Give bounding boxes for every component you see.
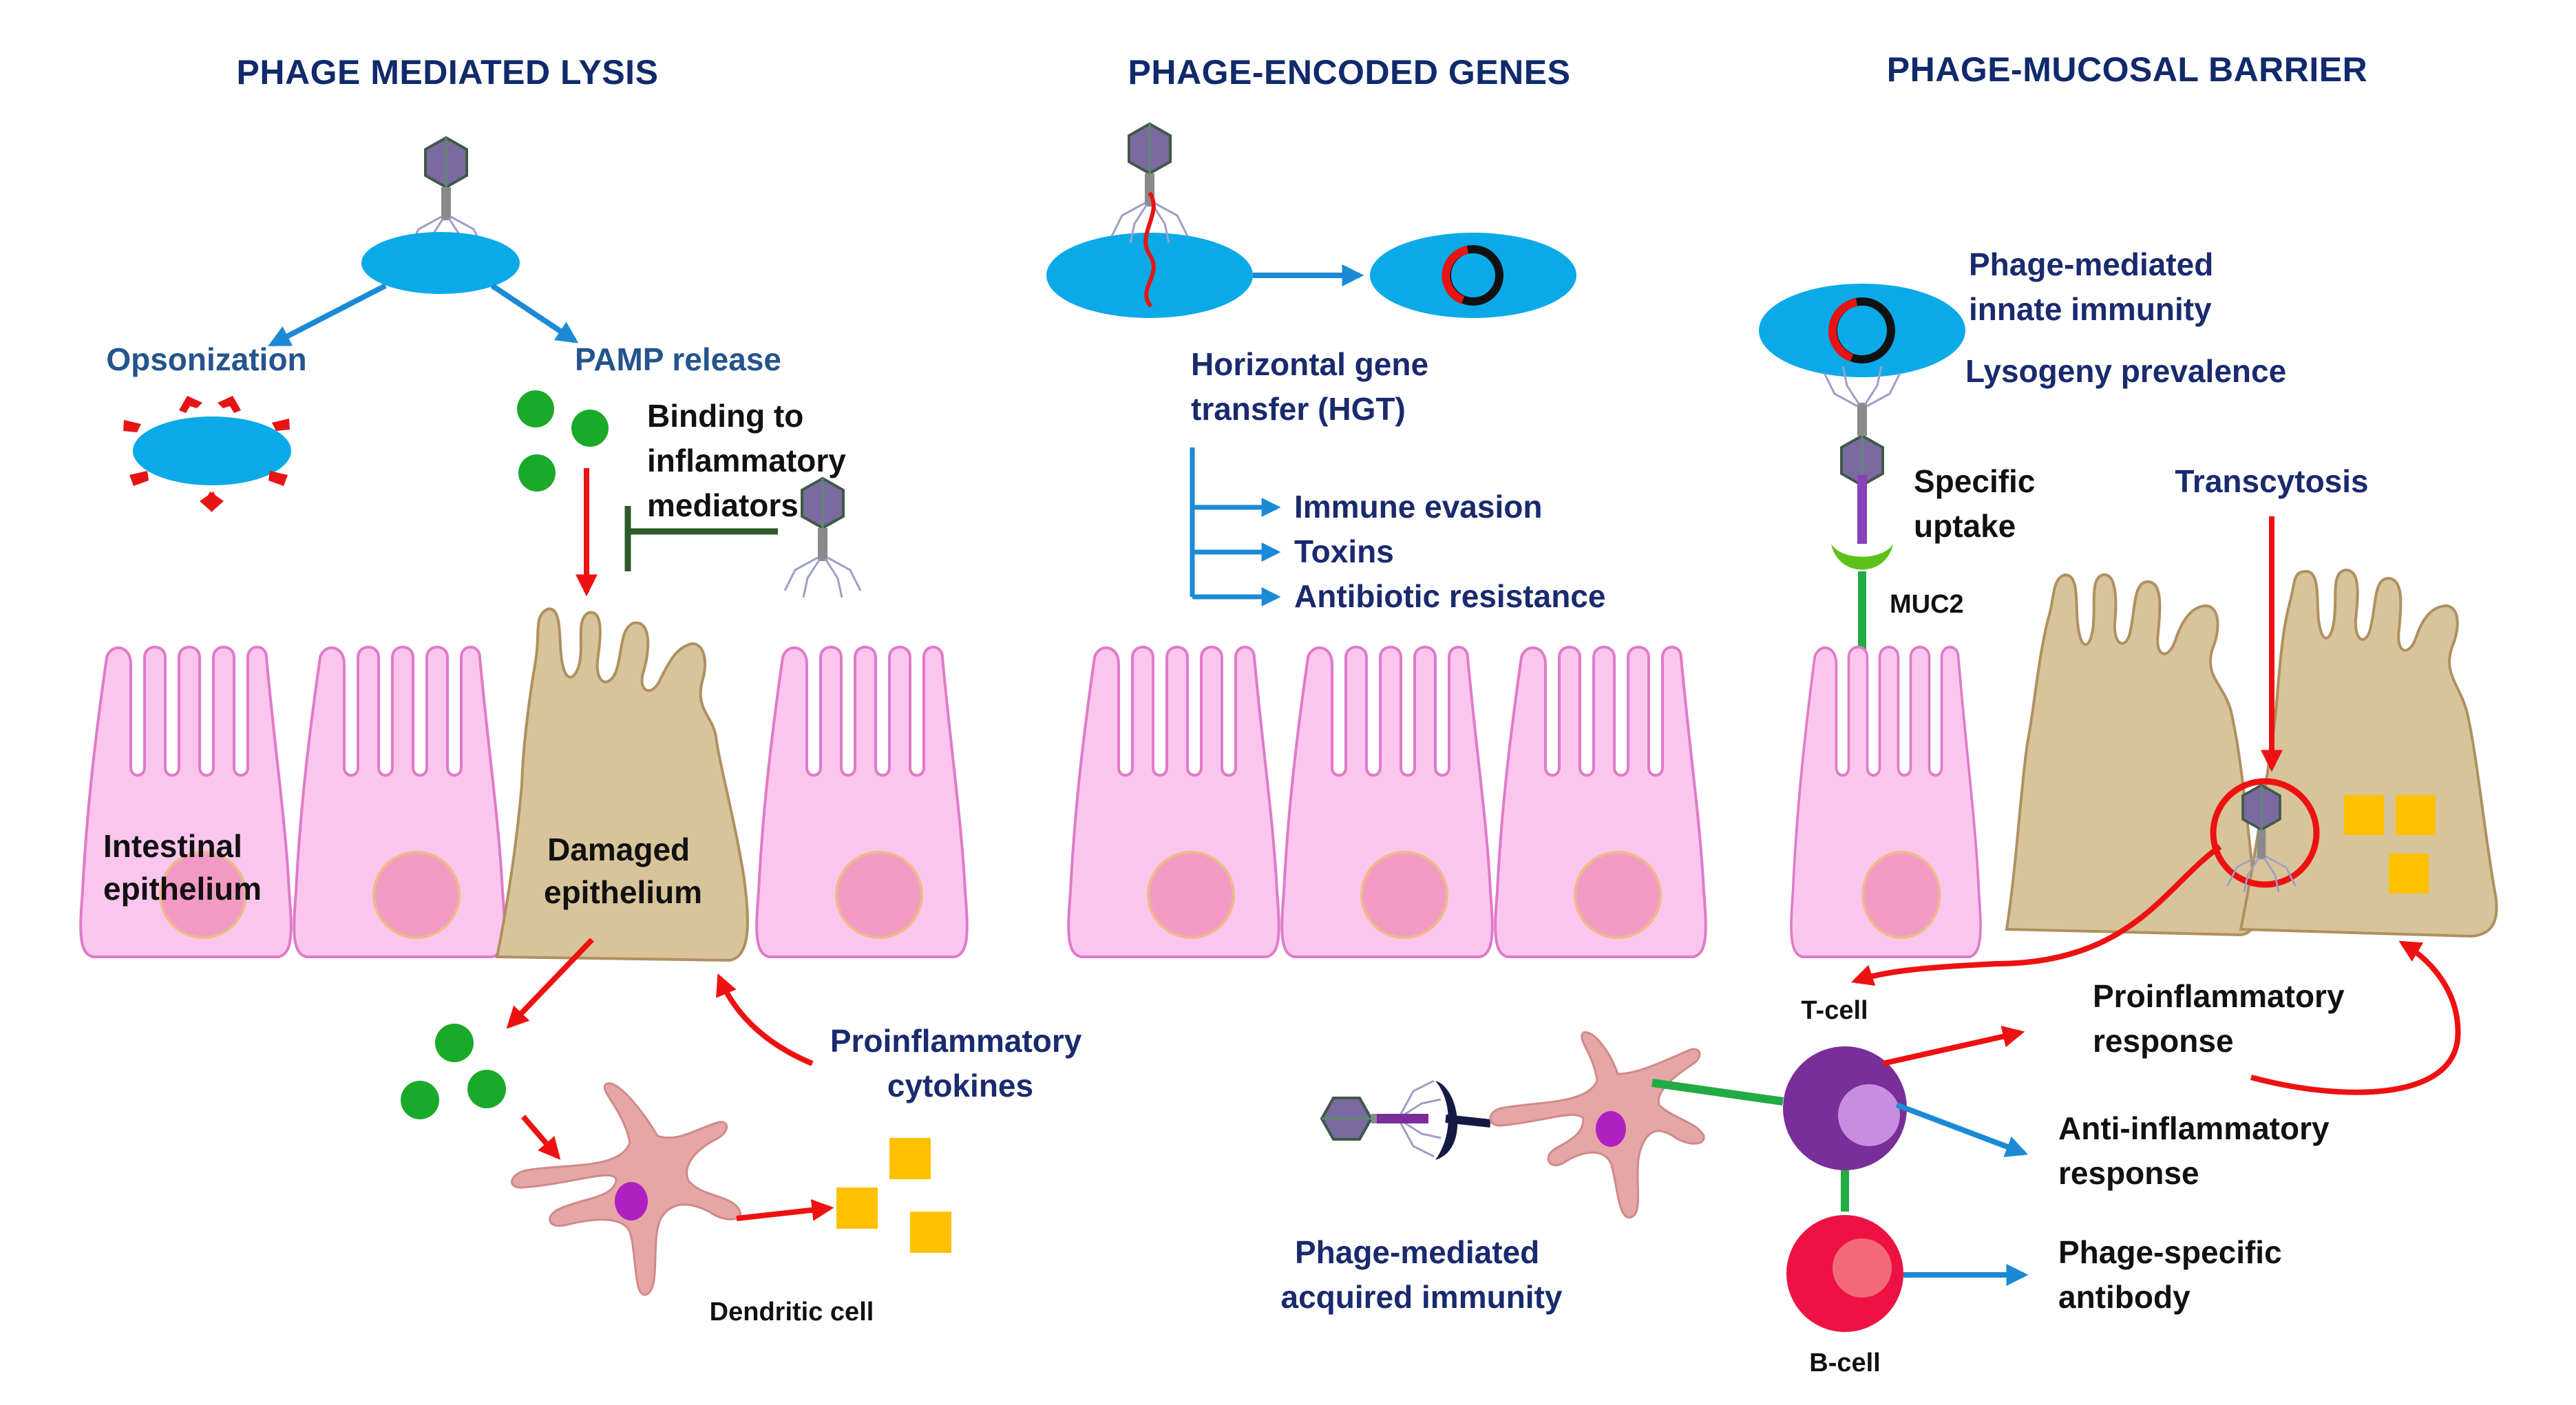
cytokine-square [889, 1138, 931, 1179]
outcome-antibiotic-resistance: Antibiotic resistance [1294, 578, 1605, 614]
outcome-toxins: Toxins [1294, 534, 1394, 569]
dendritic-cell-label: Dendritic cell [710, 1298, 874, 1327]
damaged-epithelial-cell [495, 607, 749, 962]
pamp-dot [435, 1024, 474, 1062]
pamp-dot [401, 1081, 439, 1119]
dc-to-tcell-link [1651, 1079, 1784, 1106]
cytokine-square [910, 1212, 951, 1253]
inhibition-bar [624, 506, 778, 571]
arrow-to-pamp-release [490, 283, 579, 344]
binding-label: Binding to inflammatory mediators [647, 398, 855, 523]
blue-arrow-to-antiinflammatory [1895, 1102, 2028, 1157]
bcell-label: B-cell [1809, 1349, 1880, 1377]
acquired-immunity-label: Phage-mediated acquired immunity [1281, 1234, 1563, 1315]
pamp-dot [517, 390, 554, 427]
red-curve-feedback-to-epithelium [2250, 940, 2461, 1095]
cytokine-square [2396, 795, 2436, 835]
barrier-panel: Phage-mediated innate immunity Lysogeny … [1281, 246, 2498, 1377]
phage-icon [1823, 365, 1901, 487]
damaged-epithelial-cell [2005, 568, 2498, 938]
epithelial-cell [1494, 646, 1707, 958]
outcome-immune-evasion: Immune evasion [1294, 489, 1542, 525]
epithelial-cell [293, 646, 506, 958]
cytokine-square [2344, 795, 2384, 835]
lysogen-bacterium [1370, 233, 1576, 318]
red-arrow-damage-to-pamps [506, 938, 594, 1029]
hgt-outcome-branches [1190, 447, 1281, 606]
integrated-prophage [1442, 245, 1503, 306]
bacterium [361, 232, 520, 294]
lysis-panel: Opsonization PAMP release Binding to inf… [79, 136, 1090, 1327]
bacterium [1046, 233, 1253, 318]
pamp-release-label: PAMP release [575, 341, 781, 377]
pamp-dot [518, 454, 556, 492]
muc2-receptor [1831, 544, 1893, 570]
phage-bound-antigen [1320, 1079, 1491, 1160]
epithelial-cell [79, 646, 293, 958]
intestinal-epithelium-label: Intestinal epithelium [103, 828, 262, 907]
proinflammatory-response-label: Proinflammatory response [2093, 978, 2353, 1059]
epithelial-cell [1067, 646, 1280, 958]
integrated-prophage [1828, 297, 1895, 363]
specific-uptake-label: Specific uptake [1914, 463, 2044, 544]
red-arrow-to-cytokines [736, 1198, 834, 1221]
transcytosis-label: Transcytosis [2175, 463, 2368, 499]
t-cell [1783, 1046, 1907, 1170]
opsonization-label: Opsonization [106, 341, 306, 377]
arrow-to-opsonization [268, 283, 387, 347]
red-curve-to-tcell [1850, 844, 2222, 986]
phage-dna-injection [1143, 191, 1156, 308]
lysogen-bacterium [1759, 284, 1965, 377]
dendritic-cell [511, 1082, 741, 1296]
cytokine-square [836, 1187, 878, 1229]
innate-immunity-label: Phage-mediated innate immunity [1969, 246, 2222, 327]
proinflammatory-cytokines-label: Proinflammatory cytokines [830, 1023, 1090, 1103]
epithelial-cell [1790, 646, 1982, 958]
cytokine-square [2389, 854, 2429, 894]
title-phage-mucosal-barrier: PHAGE-MUCOSAL BARRIER [1887, 50, 2368, 89]
opsonized-bacterium [123, 396, 291, 512]
genes-panel: Horizontal gene transfer (HGT) Immune ev… [1046, 123, 1707, 958]
epithelial-cell [755, 646, 969, 958]
red-curve-cytokines-to-damaged [716, 973, 814, 1066]
red-arrow-to-proinflammatory [1882, 1026, 2025, 1066]
title-phage-encoded-genes: PHAGE-ENCODED GENES [1128, 53, 1571, 92]
phage-specific-antibody-label: Phage-specific antibody [2058, 1234, 2290, 1315]
antiinflammatory-response-label: Anti-inflammatory response [2058, 1110, 2338, 1191]
dendritic-cell [1489, 1031, 1705, 1218]
damaged-epithelium-label: Damaged epithelium [544, 832, 702, 910]
b-cell [1786, 1215, 1903, 1332]
transcytosis-highlight [2210, 778, 2320, 888]
pamp-dot [571, 410, 609, 447]
muc2-label: MUC2 [1890, 590, 1964, 619]
tcell-label: T-cell [1801, 996, 1868, 1025]
lysogeny-prevalence-label: Lysogeny prevalence [1965, 353, 2286, 389]
hgt-label: Horizontal gene transfer (HGT) [1191, 346, 1437, 427]
pamp-dot [467, 1070, 506, 1108]
title-phage-mediated-lysis: PHAGE MEDIATED LYSIS [237, 53, 659, 92]
red-arrow-to-dendritic [520, 1115, 561, 1160]
epithelial-cell [1280, 646, 1494, 958]
